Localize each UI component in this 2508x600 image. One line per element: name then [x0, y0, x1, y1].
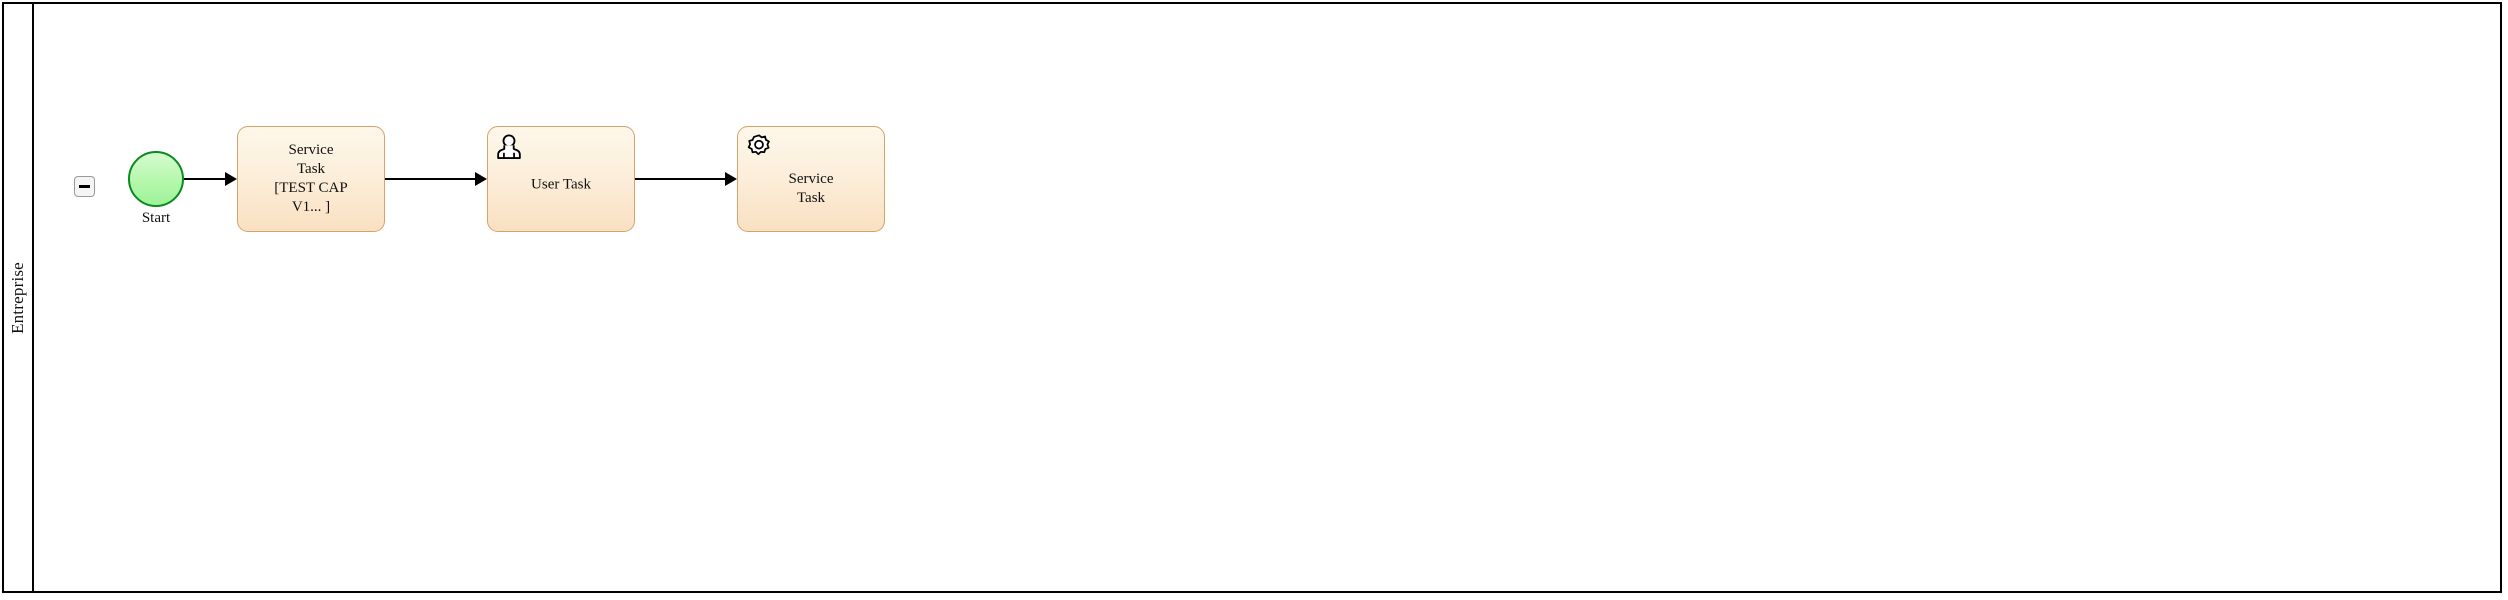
lane-body: Start Service Task [TEST CAP V1... ]	[36, 4, 2500, 591]
start-event-label: Start	[141, 210, 171, 226]
flow-line	[385, 178, 475, 180]
sequence-flow-service-task-1-to-user-task[interactable]	[385, 172, 487, 186]
service-task-2-label: Service Task	[788, 171, 834, 206]
service-task-2-node[interactable]: Service Task	[737, 126, 885, 232]
minus-icon	[79, 184, 90, 189]
start-event-node[interactable]	[128, 151, 184, 207]
user-icon	[495, 133, 523, 161]
flow-line	[635, 178, 725, 180]
sequence-flow-user-task-to-service-task-2[interactable]	[635, 172, 737, 186]
user-task-node[interactable]: User Task	[487, 126, 635, 232]
lane-title: Entreprise	[8, 261, 27, 334]
arrowhead-icon	[725, 172, 737, 186]
flow-line	[184, 178, 225, 180]
arrowhead-icon	[225, 172, 237, 186]
service-task-1-node[interactable]: Service Task [TEST CAP V1... ]	[237, 126, 385, 232]
service-task-1-label: Service Task [TEST CAP V1... ]	[274, 142, 348, 215]
sequence-flow-start-to-service-task-1[interactable]	[184, 172, 237, 186]
user-task-label: User Task	[531, 176, 591, 193]
arrowhead-icon	[475, 172, 487, 186]
lane-header: Entreprise	[4, 4, 34, 591]
gear-icon	[745, 133, 773, 161]
lane-collapse-button[interactable]	[74, 176, 95, 197]
